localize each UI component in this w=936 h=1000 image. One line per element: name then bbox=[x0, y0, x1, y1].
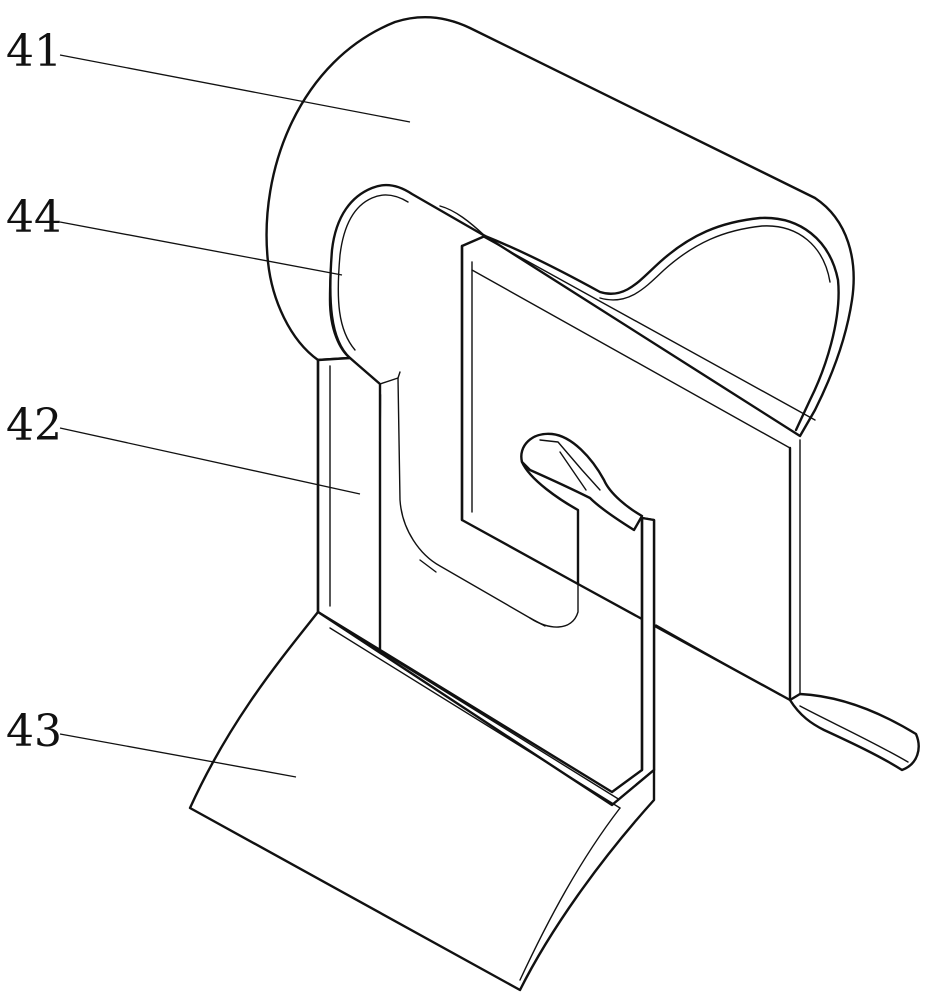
leader-44 bbox=[59, 221, 343, 276]
leader-41 bbox=[59, 54, 411, 123]
leader-43 bbox=[59, 733, 297, 778]
back-plate bbox=[460, 244, 801, 702]
label-42: 42 bbox=[6, 400, 62, 451]
leader-lines bbox=[59, 54, 411, 778]
leader-42 bbox=[59, 427, 361, 495]
reference-numerals: 41 44 42 43 bbox=[6, 26, 62, 757]
label-41: 41 bbox=[6, 26, 62, 77]
side-tail bbox=[788, 692, 920, 772]
label-44: 44 bbox=[6, 192, 62, 243]
part-42-front-plate bbox=[316, 356, 656, 807]
part-43-bottom-flap bbox=[188, 610, 656, 992]
label-43: 43 bbox=[6, 706, 62, 757]
